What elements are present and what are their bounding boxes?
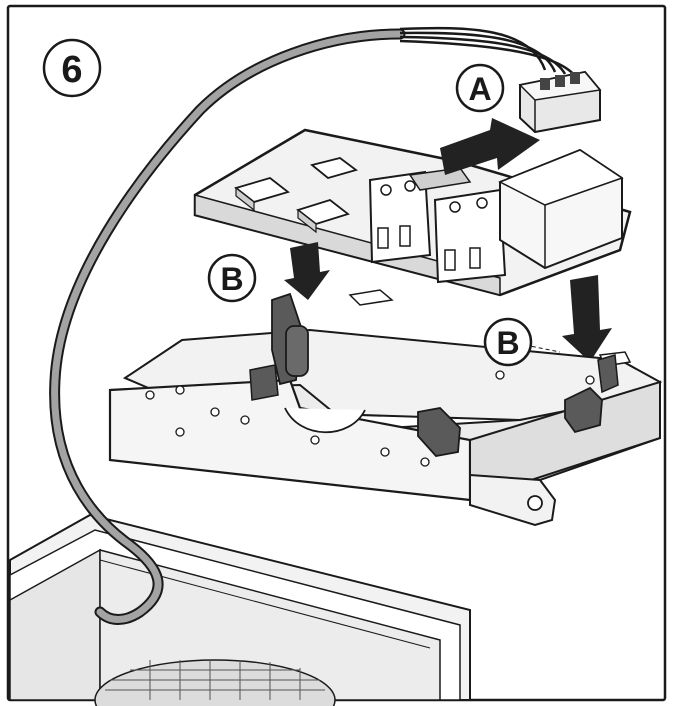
insert-arrow: [440, 118, 540, 175]
down-arrow-left: [284, 242, 330, 300]
connector-plug: [518, 70, 602, 134]
latch-left: [249, 292, 309, 401]
step-number: 6: [61, 49, 82, 91]
fan-grill: [94, 659, 336, 706]
step-number-badge: 6: [42, 38, 102, 98]
mounting-tray: [108, 289, 663, 527]
latch-right: [564, 354, 619, 434]
callout-b-right-badge: B: [483, 317, 533, 367]
callout-a-label: A: [468, 71, 491, 107]
housing-box: [9, 513, 471, 706]
callout-a-badge: A: [455, 63, 505, 113]
cable-wires: [399, 26, 576, 77]
cable: [51, 30, 404, 623]
callout-b-left-badge: B: [207, 253, 257, 303]
down-arrow-right: [562, 275, 612, 362]
callout-b-right-label: B: [496, 325, 519, 361]
callout-leader-right: [524, 344, 561, 353]
callout-b-left-label: B: [220, 261, 243, 297]
circuit-board: [193, 128, 632, 297]
latch-center: [417, 407, 461, 457]
